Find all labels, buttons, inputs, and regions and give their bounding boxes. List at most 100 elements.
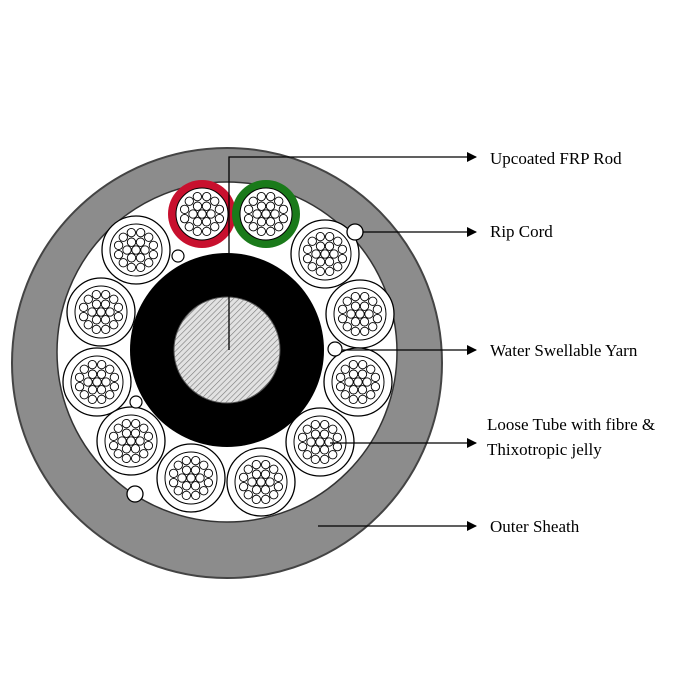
optical-fibre bbox=[143, 441, 154, 451]
optical-fibre bbox=[109, 294, 119, 304]
rip-cord bbox=[346, 223, 364, 241]
optical-fibre bbox=[136, 227, 146, 238]
optical-fibre bbox=[78, 312, 89, 322]
optical-fibre bbox=[297, 432, 308, 442]
optical-fibre bbox=[121, 428, 132, 438]
optical-fibre bbox=[346, 309, 356, 319]
optical-fibre bbox=[320, 419, 330, 430]
optical-fibre bbox=[332, 432, 343, 442]
optical-fibre bbox=[247, 477, 257, 487]
loose-tube bbox=[168, 180, 236, 248]
optical-fibre bbox=[307, 262, 317, 272]
optical-fibre bbox=[121, 444, 132, 454]
optical-fibre bbox=[248, 196, 258, 206]
optical-fibre bbox=[261, 494, 271, 505]
optical-fibre bbox=[173, 486, 183, 496]
optical-fibre bbox=[274, 222, 284, 232]
optical-fibre bbox=[113, 423, 123, 433]
label-water-swellable-yarn: Water Swellable Yarn bbox=[490, 341, 638, 360]
optical-fibre bbox=[310, 429, 321, 439]
optical-fibre bbox=[273, 482, 284, 492]
optical-fibre bbox=[248, 222, 258, 232]
optical-fibre bbox=[74, 382, 85, 392]
optical-fibre bbox=[122, 245, 132, 255]
label-rip-cord: Rip Cord bbox=[490, 222, 553, 241]
optical-fibre bbox=[366, 390, 376, 400]
optical-fibre bbox=[113, 250, 124, 260]
optical-fibre bbox=[332, 442, 343, 452]
optical-fibre bbox=[126, 237, 137, 247]
leader-frp-rod bbox=[228, 152, 477, 350]
optical-fibre bbox=[310, 419, 320, 430]
optical-fibre bbox=[337, 314, 348, 324]
optical-fibre bbox=[337, 304, 348, 314]
optical-fibre bbox=[256, 217, 267, 227]
optical-fibre bbox=[87, 307, 97, 317]
optical-fibre bbox=[320, 454, 330, 465]
loose-tube bbox=[66, 277, 136, 347]
optical-fibre bbox=[366, 364, 376, 374]
optical-fibre bbox=[320, 249, 330, 259]
optical-fibre bbox=[118, 258, 128, 268]
optical-fibre bbox=[206, 209, 216, 219]
optical-fibre bbox=[79, 364, 89, 374]
optical-fibre bbox=[329, 249, 339, 259]
optical-fibre bbox=[243, 214, 254, 224]
optical-fibre bbox=[87, 359, 97, 370]
optical-fibre bbox=[179, 214, 190, 224]
optical-fibre bbox=[91, 289, 101, 300]
optical-fibre bbox=[372, 304, 383, 314]
loose-tube bbox=[226, 447, 296, 517]
optical-fibre bbox=[214, 214, 225, 224]
loose-tube bbox=[96, 406, 166, 476]
optical-fibre bbox=[358, 394, 368, 405]
optical-fibre bbox=[139, 449, 149, 459]
optical-fibre bbox=[311, 249, 321, 259]
label-upcoated-frp-rod: Upcoated FRP Rod bbox=[490, 149, 622, 168]
optical-fibre bbox=[310, 454, 320, 465]
optical-fibre bbox=[359, 301, 370, 311]
optical-fibre bbox=[78, 302, 89, 312]
optical-fibre bbox=[260, 469, 271, 479]
optical-fibre bbox=[130, 428, 141, 438]
optical-fibre bbox=[117, 436, 127, 446]
optical-fibre bbox=[340, 364, 350, 374]
optical-fibre bbox=[238, 472, 249, 482]
optical-fibre bbox=[342, 322, 352, 332]
optical-fibre bbox=[324, 437, 334, 447]
optical-fibre bbox=[350, 301, 361, 311]
optical-fibre bbox=[325, 266, 335, 277]
optical-fibre bbox=[91, 324, 101, 335]
label-outer-sheath: Outer Sheath bbox=[490, 517, 580, 536]
optical-fibre bbox=[179, 204, 190, 214]
optical-fibre bbox=[109, 372, 120, 382]
optical-fibre bbox=[337, 244, 348, 254]
optical-fibre bbox=[358, 359, 368, 370]
optical-fibre bbox=[91, 315, 102, 325]
optical-fibre bbox=[91, 299, 102, 309]
optical-fibre bbox=[109, 320, 119, 330]
optical-fibre bbox=[251, 494, 261, 505]
optical-fibre bbox=[261, 209, 271, 219]
optical-fibre bbox=[328, 450, 338, 460]
optical-fibre bbox=[190, 481, 201, 491]
optical-fibre bbox=[126, 436, 136, 446]
optical-fibre bbox=[113, 312, 124, 322]
label-loose-tube-line2: Thixotropic jelly bbox=[487, 440, 602, 459]
optical-fibre bbox=[136, 262, 146, 273]
optical-fibre bbox=[181, 455, 191, 466]
optical-fibre bbox=[87, 385, 98, 395]
optical-fibre bbox=[265, 477, 275, 487]
optical-fibre bbox=[96, 307, 106, 317]
optical-fibre bbox=[101, 289, 111, 300]
optical-fibre bbox=[348, 359, 358, 370]
optical-fibre bbox=[87, 394, 97, 405]
water-swellable-yarn bbox=[126, 485, 144, 503]
optical-fibre bbox=[243, 490, 253, 500]
water-swellable-yarn bbox=[129, 395, 143, 409]
optical-fibre bbox=[148, 240, 159, 250]
optical-fibre bbox=[348, 394, 358, 405]
optical-fibre bbox=[126, 262, 136, 273]
optical-fibre bbox=[360, 291, 370, 302]
